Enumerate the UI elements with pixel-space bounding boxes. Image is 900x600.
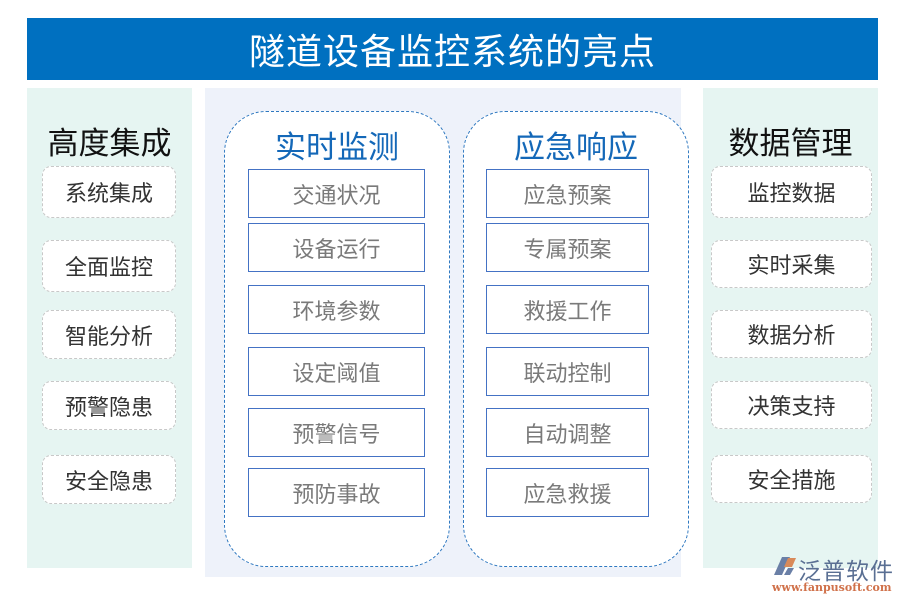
- right-item: 监控数据: [711, 166, 872, 218]
- left-item: 全面监控: [42, 240, 176, 292]
- right-panel-data-management: 数据管理 监控数据 实时采集 数据分析 决策支持 安全措施: [703, 88, 878, 568]
- column-item: 应急救援: [486, 468, 649, 517]
- column-item: 预防事故: [248, 468, 425, 517]
- fanpu-logo: 泛普软件 www.fanpusoft.com: [770, 552, 895, 597]
- left-item: 预警隐患: [42, 381, 176, 430]
- column-item: 交通状况: [248, 169, 425, 218]
- left-panel-high-integration: 高度集成 系统集成 全面监控 智能分析 预警隐患 安全隐患: [27, 88, 192, 568]
- logo-name: 泛普软件: [798, 559, 894, 585]
- column-item: 自动调整: [486, 408, 649, 457]
- column-realtime-monitoring: 实时监测 交通状况 设备运行 环境参数 设定阈值 预警信号 预防事故: [224, 111, 450, 567]
- column-item: 设备运行: [248, 223, 425, 272]
- column-item: 预警信号: [248, 408, 425, 457]
- column-item: 环境参数: [248, 285, 425, 334]
- page-title: 隧道设备监控系统的亮点: [27, 18, 878, 80]
- column-title: 应急响应: [514, 130, 638, 166]
- center-panel: 实时监测 交通状况 设备运行 环境参数 设定阈值 预警信号 预防事故 应急响应 …: [205, 88, 689, 577]
- column-item: 救援工作: [486, 285, 649, 334]
- right-panel-title: 数据管理: [728, 126, 853, 162]
- column-item: 联动控制: [486, 347, 649, 396]
- logo-mark-icon: [774, 557, 796, 575]
- logo-url: www.fanpusoft.com: [772, 581, 892, 594]
- right-item: 安全措施: [711, 455, 872, 503]
- right-item: 数据分析: [711, 310, 872, 358]
- column-item: 应急预案: [486, 169, 649, 218]
- left-item: 系统集成: [42, 166, 176, 218]
- column-item: 专属预案: [486, 223, 649, 272]
- column-title: 实时监测: [275, 130, 399, 166]
- right-item: 实时采集: [711, 240, 872, 288]
- left-item: 安全隐患: [42, 455, 176, 504]
- left-panel-title: 高度集成: [47, 126, 172, 162]
- column-item: 设定阈值: [248, 347, 425, 396]
- column-emergency-response: 应急响应 应急预案 专属预案 救援工作 联动控制 自动调整 应急救援: [463, 111, 689, 567]
- right-item: 决策支持: [711, 381, 872, 429]
- left-item: 智能分析: [42, 310, 176, 359]
